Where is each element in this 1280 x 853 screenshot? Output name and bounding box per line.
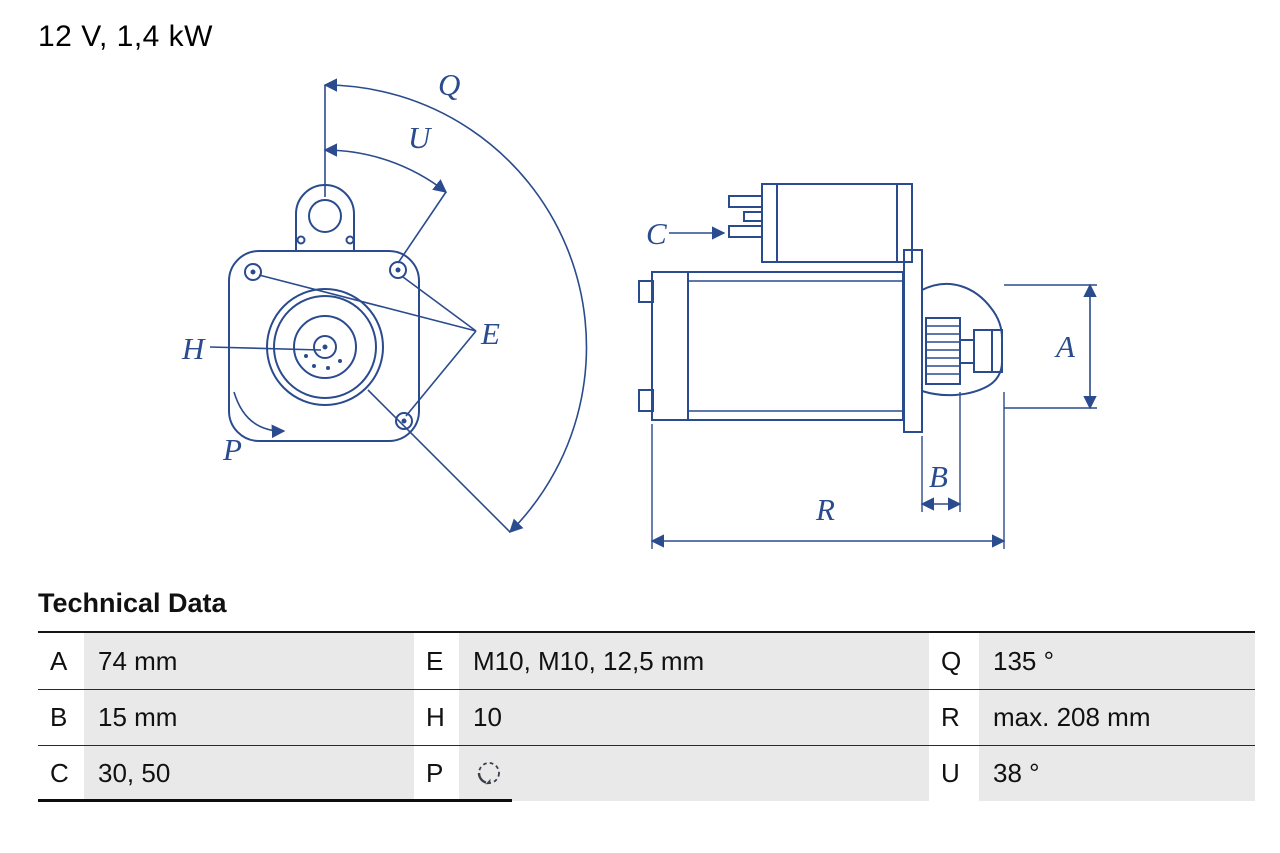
- table-row: A 74 mm E M10, M10, 12,5 mm Q 135 °: [38, 633, 1255, 689]
- table-cell-key: R: [929, 690, 979, 745]
- e-pointer-line-1: [258, 274, 477, 332]
- drive-end-face: [266, 288, 384, 406]
- shaft: [959, 339, 975, 364]
- starter-side-view: [638, 183, 1003, 433]
- table-cell-key: Q: [929, 633, 979, 689]
- table-cell-value: 10: [459, 690, 929, 745]
- front-view-dimensions: Q U H E P: [181, 67, 588, 533]
- side-flange: [903, 249, 923, 433]
- table-cell-key: P: [414, 746, 459, 801]
- h-pointer-line: [209, 346, 322, 351]
- page-title: 12 V, 1,4 kW: [38, 20, 213, 53]
- table-bottom-border: [38, 799, 512, 802]
- lug-hole: [308, 199, 342, 233]
- technical-data-heading: Technical Data: [38, 588, 227, 618]
- technical-data-table: A 74 mm E M10, M10, 12,5 mm Q 135 ° B 15…: [38, 631, 1255, 801]
- u-radius-line: [397, 191, 447, 264]
- drawing-label-r: R: [815, 492, 835, 527]
- angle-arc-q: [323, 78, 588, 533]
- side-view-dimensions: C A B R: [646, 216, 1097, 549]
- table-cell-value-rotation: [459, 746, 929, 801]
- drawing-label-p: P: [222, 432, 242, 467]
- drawing-label-c: C: [646, 216, 667, 251]
- angle-arc-u: [323, 143, 448, 193]
- q-radius-line: [367, 389, 511, 533]
- pinion-gear: [925, 317, 961, 385]
- table-cell-key: A: [38, 633, 84, 689]
- e-pointer-line-3: [405, 330, 477, 417]
- solenoid-terminals: [728, 195, 763, 238]
- drawing-label-a: A: [1054, 329, 1076, 364]
- table-cell-value: 38 °: [979, 746, 1255, 801]
- drawing-label-e: E: [480, 316, 500, 351]
- solenoid: [761, 183, 913, 263]
- table-cell-value: 135 °: [979, 633, 1255, 689]
- table-row: B 15 mm H 10 R max. 208 mm: [38, 689, 1255, 745]
- e-pointer-line-2: [402, 276, 477, 332]
- table-cell-value: 74 mm: [84, 633, 414, 689]
- drawing-label-u: U: [408, 120, 433, 155]
- rotation-arrow-p: [233, 391, 286, 439]
- table-cell-key: H: [414, 690, 459, 745]
- table-cell-key: E: [414, 633, 459, 689]
- rotation-ccw-icon: [477, 761, 500, 784]
- table-cell-value: M10, M10, 12,5 mm: [459, 633, 929, 689]
- table-cell-value: 15 mm: [84, 690, 414, 745]
- table-cell-key: C: [38, 746, 84, 801]
- starter-front-view: [228, 184, 420, 442]
- drawing-label-h: H: [181, 331, 206, 366]
- table-cell-key: B: [38, 690, 84, 745]
- table-cell-key: U: [929, 746, 979, 801]
- table-cell-value: max. 208 mm: [979, 690, 1255, 745]
- table-row: C 30, 50 P U 38 °: [38, 745, 1255, 801]
- shaft-end: [973, 329, 1003, 373]
- table-cell-value: 30, 50: [84, 746, 414, 801]
- drawing-label-q: Q: [438, 67, 460, 102]
- technical-drawing: Q U H E P: [181, 67, 1097, 549]
- drawing-label-b: B: [929, 459, 948, 494]
- motor-body: [651, 271, 904, 421]
